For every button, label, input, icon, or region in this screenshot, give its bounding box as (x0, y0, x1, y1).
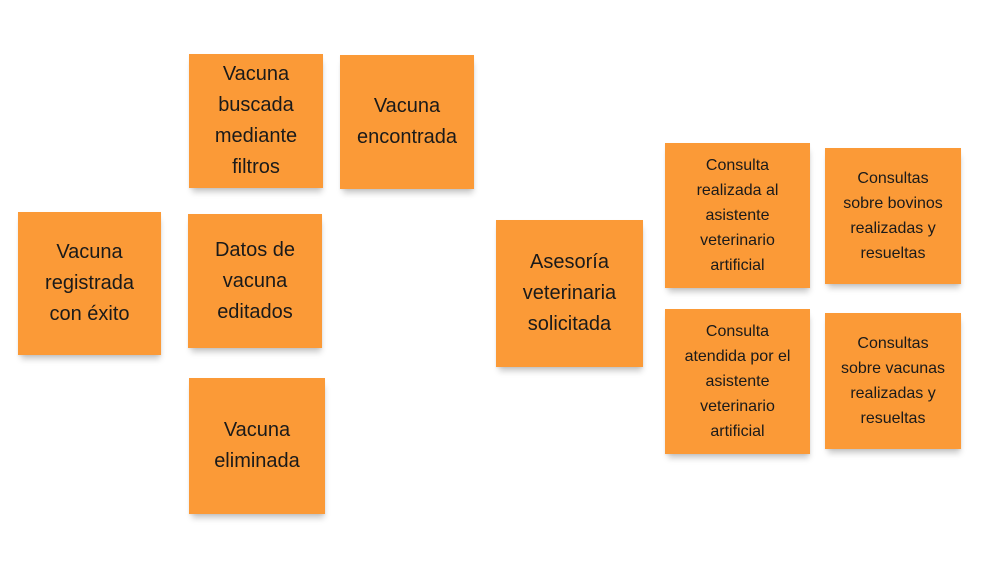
sticky-note-text: Consulta atendida por el asistente veter… (684, 323, 791, 440)
sticky-note-vacuna-eliminada[interactable]: Vacuna eliminada (189, 378, 325, 514)
sticky-note-text: Datos de vacuna editados (214, 238, 296, 323)
sticky-note-text: Vacuna eliminada (214, 419, 300, 472)
sticky-note-vacuna-encontrada[interactable]: Vacuna encontrada (340, 55, 474, 189)
sticky-note-datos-editados[interactable]: Datos de vacuna editados (188, 214, 322, 348)
sticky-note-text: Vacuna registrada con éxito (45, 241, 134, 325)
sticky-note-consulta-atendida[interactable]: Consulta atendida por el asistente veter… (665, 309, 810, 454)
sticky-note-text: Consultas sobre bovinos realizadas y res… (843, 170, 943, 262)
sticky-note-text: Vacuna buscada mediante filtros (214, 63, 298, 178)
sticky-note-text: Consultas sobre vacunas realizadas y res… (840, 335, 946, 427)
sticky-note-text: Consulta realizada al asistente veterina… (696, 157, 779, 274)
sticky-note-vacuna-buscada[interactable]: Vacuna buscada mediante filtros (189, 54, 323, 188)
sticky-note-consultas-bovinos[interactable]: Consultas sobre bovinos realizadas y res… (825, 148, 961, 284)
sticky-note-consulta-realizada[interactable]: Consulta realizada al asistente veterina… (665, 143, 810, 288)
sticky-note-text: Vacuna encontrada (356, 95, 458, 148)
sticky-note-consultas-vacunas[interactable]: Consultas sobre vacunas realizadas y res… (825, 313, 961, 449)
sticky-note-text: Asesoría veterinaria solicitada (522, 251, 617, 335)
sticky-note-asesoria-solicitada[interactable]: Asesoría veterinaria solicitada (496, 220, 643, 367)
sticky-note-vacuna-registrada[interactable]: Vacuna registrada con éxito (18, 212, 161, 355)
